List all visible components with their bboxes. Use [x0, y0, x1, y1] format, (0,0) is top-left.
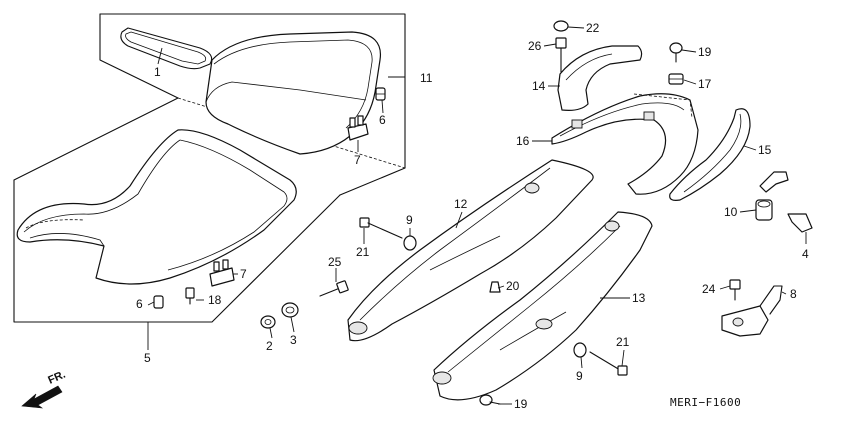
- seat-lock: [755, 171, 789, 221]
- callout-10: 10: [724, 205, 738, 219]
- callout-21: 21: [356, 245, 370, 259]
- clip-20: [489, 281, 501, 293]
- front-direction-label: FR.: [46, 369, 67, 387]
- grommet: [260, 315, 276, 329]
- callout-13: 13: [632, 291, 646, 305]
- callout-12: 12: [454, 197, 468, 211]
- callout-15: 15: [758, 143, 772, 157]
- callout-16: 16: [516, 134, 530, 148]
- front-arrow-icon: [21, 385, 63, 409]
- callout-24: 24: [702, 282, 716, 296]
- callout-3: 3: [290, 333, 297, 347]
- pillion-seat: [205, 31, 382, 155]
- callout-9-lower: 9: [576, 369, 583, 383]
- callout-labels: 1 11 6 7 5 7 6 18 2 3 25 21 9 12 20 13 9…: [136, 21, 809, 411]
- seat-clip-lower: [209, 259, 235, 287]
- callout-6-lower: 6: [136, 297, 143, 311]
- bolt-21-lower: [589, 351, 628, 376]
- leader-lines: [147, 26, 807, 405]
- callout-1: 1: [154, 65, 161, 79]
- nut-17: [668, 73, 684, 85]
- callout-6: 6: [379, 113, 386, 127]
- callout-5: 5: [144, 351, 151, 365]
- callout-21-lower: 21: [616, 335, 630, 349]
- callout-8: 8: [790, 287, 797, 301]
- callout-20: 20: [506, 279, 520, 293]
- callout-7: 7: [354, 153, 361, 167]
- bolt-26: [555, 37, 567, 73]
- screw-19-upper: [669, 42, 683, 63]
- rear-side-rail: [669, 108, 751, 201]
- callout-7-lower: 7: [240, 267, 247, 281]
- callout-17: 17: [698, 77, 712, 91]
- callout-25: 25: [328, 255, 342, 269]
- callout-18: 18: [208, 293, 222, 307]
- callout-11: 11: [420, 71, 433, 85]
- grommet-9-upper: [403, 235, 417, 251]
- diagram-code: MERI−F1600: [670, 396, 741, 409]
- screw-19-lower: [479, 394, 501, 406]
- callout-4: 4: [802, 247, 809, 261]
- seat-clip-upper: [347, 115, 369, 141]
- grab-rail: [557, 45, 643, 111]
- seat-bumper-lower: [153, 295, 164, 309]
- cable-clip: [787, 213, 813, 233]
- front-direction-indicator: FR.: [21, 369, 67, 409]
- rear-cowl-frame: [551, 93, 699, 195]
- callout-19-lower: 19: [514, 397, 528, 411]
- callout-9: 9: [406, 213, 413, 227]
- seat-group-frame: [13, 13, 406, 323]
- bolt-21-upper: [359, 217, 403, 239]
- collar: [281, 302, 299, 318]
- seat-cowl-ring: [120, 27, 213, 70]
- callout-19-upper: 19: [698, 45, 712, 59]
- bolt-25: [319, 280, 349, 297]
- grommet-9-lower: [573, 342, 587, 358]
- seat-lock-bracket: [721, 285, 783, 337]
- side-cover-right: [432, 211, 653, 401]
- callout-22: 22: [586, 21, 600, 35]
- side-cover-left: [347, 159, 594, 342]
- callout-2: 2: [266, 339, 273, 353]
- seat-bolt-18: [185, 287, 195, 305]
- bolt-24: [729, 279, 741, 301]
- callout-14: 14: [532, 79, 546, 93]
- cap-22: [553, 20, 569, 32]
- seat-bumper-upper: [375, 87, 386, 101]
- rider-seat: [16, 129, 297, 285]
- callout-26: 26: [528, 39, 542, 53]
